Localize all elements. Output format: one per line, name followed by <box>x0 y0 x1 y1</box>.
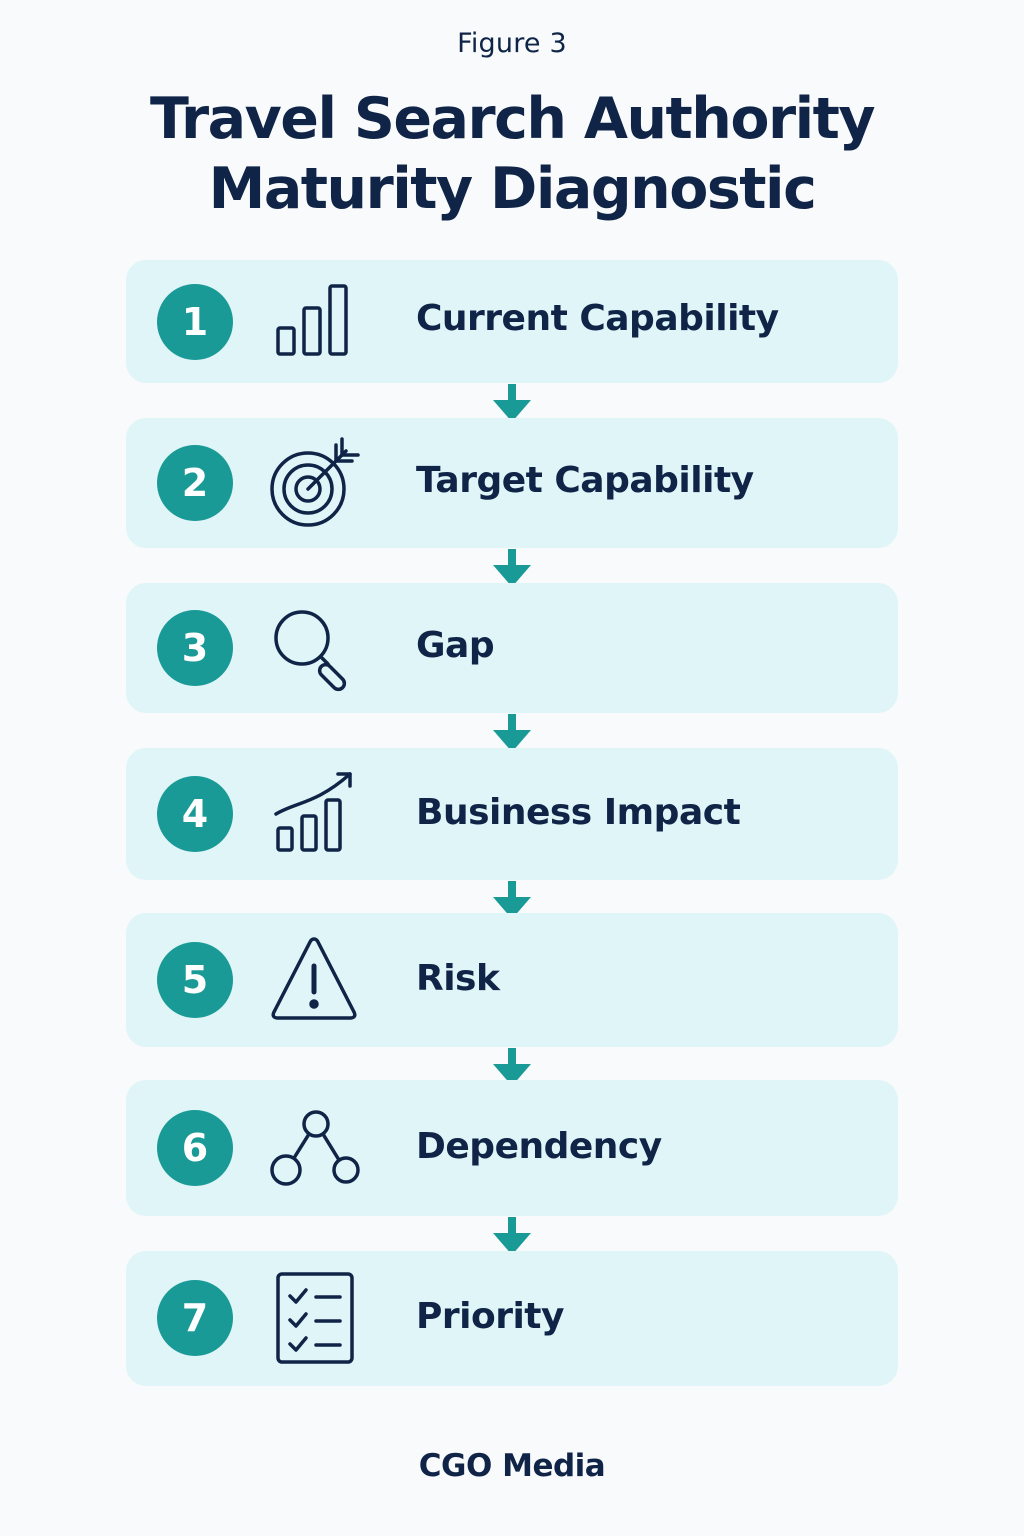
target-icon <box>266 435 362 531</box>
step-label: Target Capability <box>416 460 754 501</box>
arrow-down-icon <box>491 714 533 754</box>
step-label: Gap <box>416 625 495 666</box>
arrow-down-icon <box>491 1217 533 1257</box>
step-number-badge: 7 <box>157 1280 233 1356</box>
step-number-badge: 1 <box>157 284 233 360</box>
magnifier-icon <box>266 600 362 696</box>
step-card-2: 2 Target Capability <box>126 418 898 548</box>
figure-label: Figure 3 <box>457 28 567 59</box>
step-number-badge: 6 <box>157 1110 233 1186</box>
network-icon <box>266 1100 362 1196</box>
page-title: Travel Search Authority Maturity Diagnos… <box>149 86 876 222</box>
step-number-badge: 5 <box>157 942 233 1018</box>
step-card-1: 1 Current Capability <box>126 260 898 383</box>
step-label: Dependency <box>416 1126 662 1167</box>
step-label: Priority <box>416 1296 564 1337</box>
checklist-icon <box>266 1270 362 1366</box>
arrow-down-icon <box>491 1048 533 1088</box>
bar-chart-icon <box>266 274 362 370</box>
growth-chart-icon <box>266 766 362 862</box>
arrow-down-icon <box>491 881 533 921</box>
step-card-7: 7 Priority <box>126 1251 898 1386</box>
step-number-badge: 4 <box>157 776 233 852</box>
step-number-badge: 3 <box>157 610 233 686</box>
warning-icon <box>266 932 362 1028</box>
step-label: Current Capability <box>416 298 779 339</box>
arrow-down-icon <box>491 549 533 589</box>
step-label: Business Impact <box>416 792 741 833</box>
step-card-3: 3 Gap <box>126 583 898 713</box>
step-card-4: 4 Business Impact <box>126 748 898 880</box>
step-card-5: 5 Risk <box>126 913 898 1047</box>
arrow-down-icon <box>491 384 533 424</box>
step-label: Risk <box>416 958 500 999</box>
brand-footer: CGO Media <box>418 1448 606 1484</box>
step-number-badge: 2 <box>157 445 233 521</box>
step-card-6: 6 Dependency <box>126 1080 898 1216</box>
